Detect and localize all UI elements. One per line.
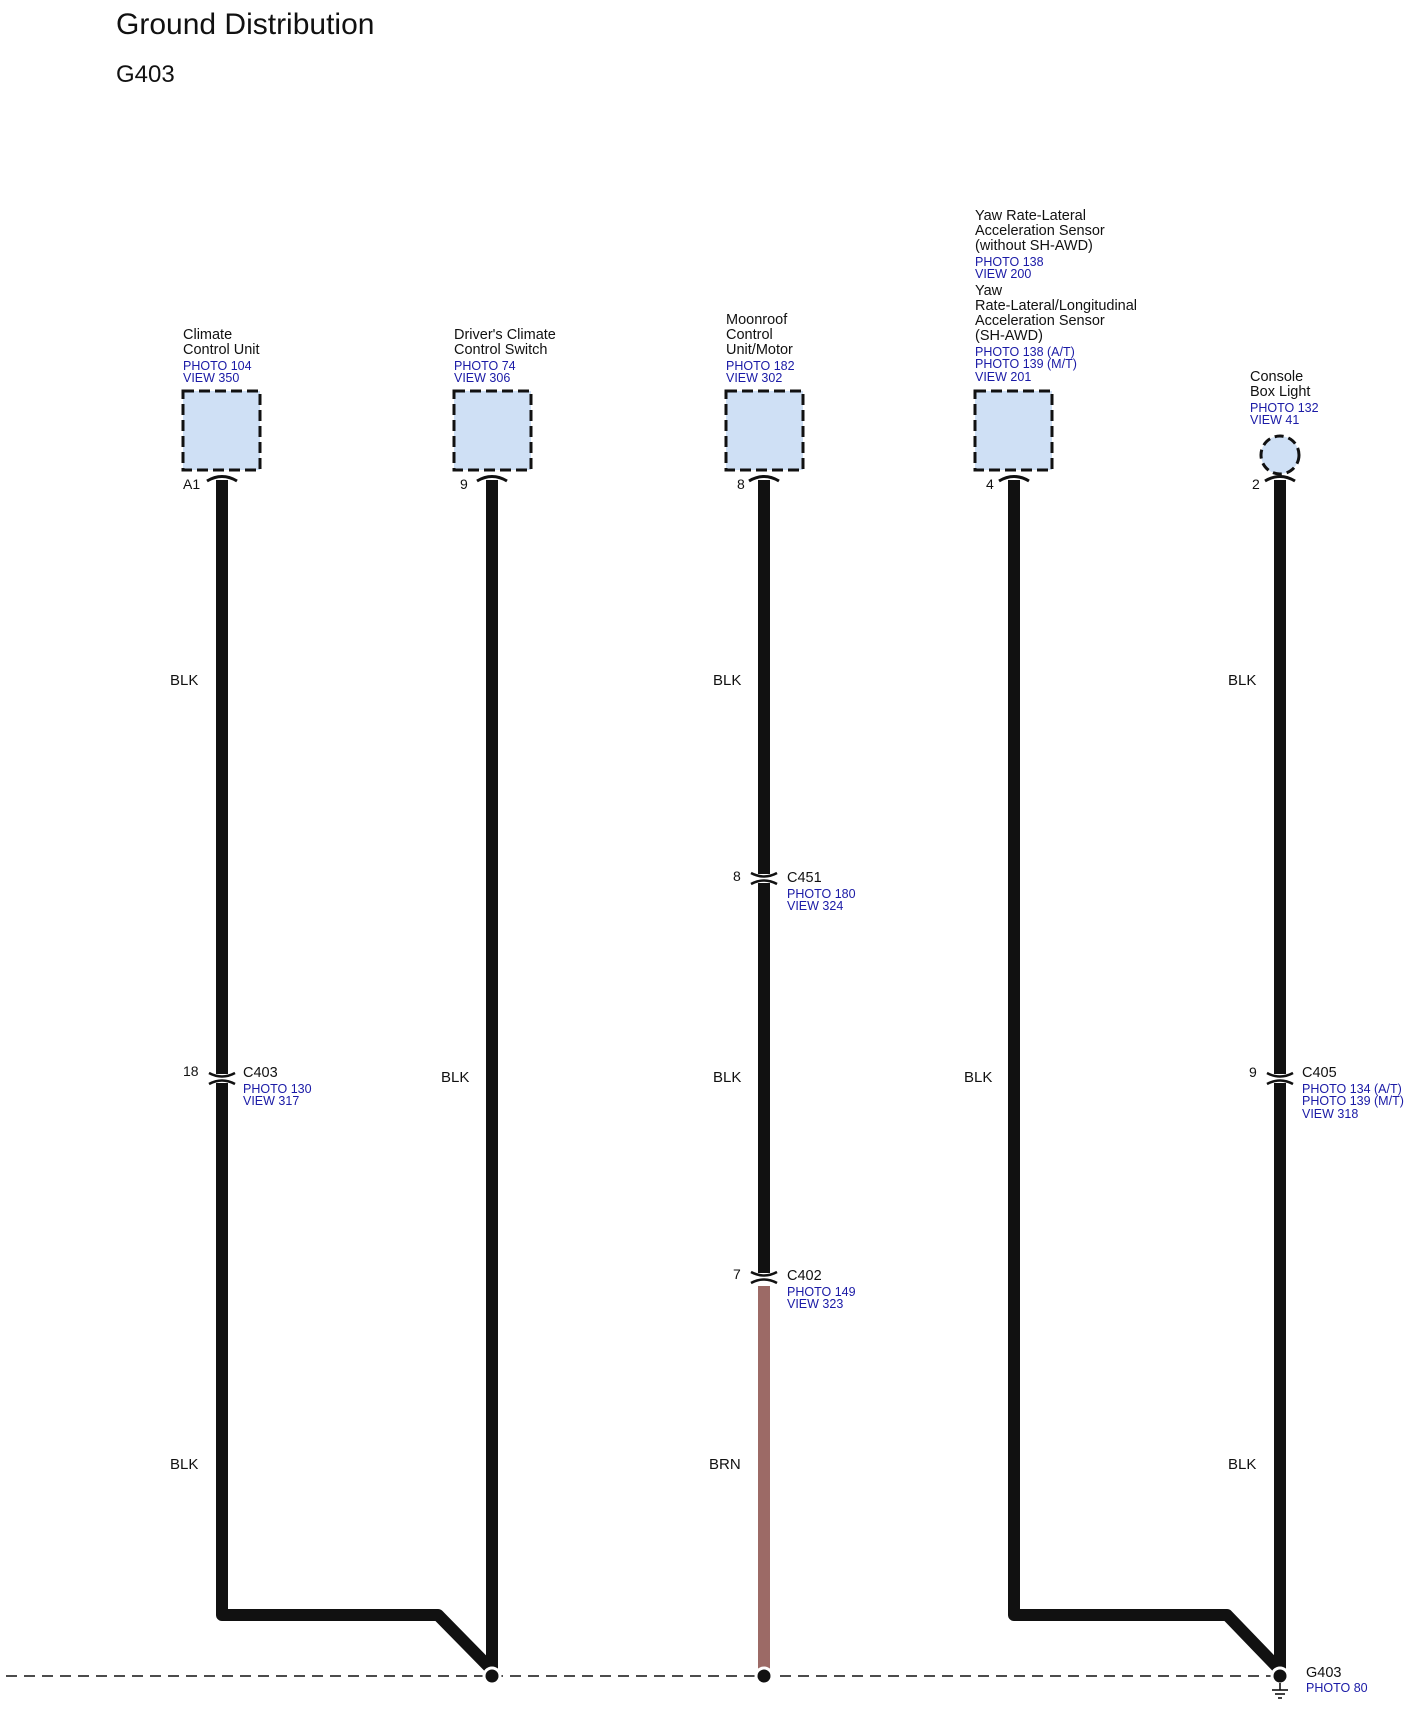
climate-control-unit-refs: PHOTO 104 VIEW 350 bbox=[183, 359, 255, 385]
moonroof-unit-refs: PHOTO 182 VIEW 302 bbox=[726, 359, 798, 385]
wire-color-col3-middle: BLK bbox=[713, 1069, 741, 1086]
wire-color-col3-lower: BRN bbox=[709, 1456, 741, 1473]
ground-id-title: G403 bbox=[116, 61, 175, 88]
connector-c451-symbol bbox=[750, 871, 778, 886]
wire-color-col3-upper: BLK bbox=[713, 672, 741, 689]
drivers-climate-switch-refs: PHOTO 74 VIEW 306 bbox=[454, 359, 519, 385]
moonroof-pin: 8 bbox=[737, 476, 745, 492]
splice-point-middle bbox=[754, 1666, 774, 1686]
yaw-rate-sensor bbox=[973, 389, 1054, 483]
wire-color-col2: BLK bbox=[441, 1069, 469, 1086]
yaw-rate-sensor-refs-b: PHOTO 138 (A/T) PHOTO 139 (M/T) VIEW 201 bbox=[975, 345, 1080, 384]
splice-point-left bbox=[482, 1666, 502, 1686]
climate-unit-pin: A1 bbox=[183, 476, 200, 492]
climate-switch-pin: 9 bbox=[460, 476, 468, 492]
climate-control-unit bbox=[181, 389, 262, 483]
ground-symbol-icon bbox=[1272, 1683, 1288, 1699]
c402-pin: 7 bbox=[733, 1266, 741, 1282]
ground-point-g403 bbox=[1270, 1666, 1290, 1686]
console-box-light bbox=[1259, 434, 1301, 483]
wire-color-col5-upper: BLK bbox=[1228, 672, 1256, 689]
c405-refs: PHOTO 134 (A/T) PHOTO 139 (M/T) VIEW 318 bbox=[1302, 1082, 1407, 1121]
connector-c403-symbol bbox=[208, 1071, 236, 1086]
wire-color-col1-upper: BLK bbox=[170, 672, 198, 689]
console-light-pin: 2 bbox=[1252, 476, 1260, 492]
c402-refs: PHOTO 149 VIEW 323 bbox=[787, 1285, 859, 1311]
moonroof-control-unit bbox=[724, 389, 805, 483]
connector-c402-symbol bbox=[750, 1270, 778, 1285]
moonroof-unit-label: Moonroof Control Unit/Motor bbox=[726, 312, 793, 358]
ground-name: G403 bbox=[1306, 1665, 1341, 1681]
wire-color-col5-lower: BLK bbox=[1228, 1456, 1256, 1473]
yaw-sensor-pin: 4 bbox=[986, 476, 994, 492]
c451-pin: 8 bbox=[733, 868, 741, 884]
c402-name: C402 bbox=[787, 1268, 822, 1284]
ground-ref: PHOTO 80 bbox=[1306, 1681, 1368, 1695]
c405-name: C405 bbox=[1302, 1065, 1337, 1081]
c403-refs: PHOTO 130 VIEW 317 bbox=[243, 1082, 315, 1108]
c405-pin: 9 bbox=[1249, 1064, 1257, 1080]
c403-name: C403 bbox=[243, 1065, 278, 1081]
yaw-rate-sensor-refs-a: PHOTO 138 VIEW 200 bbox=[975, 255, 1047, 281]
wire-color-col1-lower: BLK bbox=[170, 1456, 198, 1473]
drivers-climate-switch-label: Driver's Climate Control Switch bbox=[454, 327, 560, 358]
yaw-rate-sensor-label-a: Yaw Rate-Lateral Acceleration Sensor (wi… bbox=[975, 208, 1109, 254]
c451-refs: PHOTO 180 VIEW 324 bbox=[787, 887, 859, 913]
connector-c405-symbol bbox=[1266, 1071, 1294, 1086]
page-title: Ground Distribution bbox=[116, 8, 374, 41]
climate-control-unit-label: Climate Control Unit bbox=[183, 327, 260, 358]
wire-color-col4: BLK bbox=[964, 1069, 992, 1086]
wire-yaw-sensor bbox=[1008, 480, 1285, 1675]
console-box-light-label: Console Box Light bbox=[1250, 369, 1310, 400]
yaw-rate-sensor-label-b: Yaw Rate-Lateral/Longitudinal Accelerati… bbox=[975, 283, 1141, 344]
c451-name: C451 bbox=[787, 870, 822, 886]
c403-pin: 18 bbox=[183, 1063, 199, 1079]
wire-climate-unit bbox=[216, 480, 497, 1675]
drivers-climate-control-switch bbox=[452, 389, 533, 483]
console-box-light-refs: PHOTO 132 VIEW 41 bbox=[1250, 401, 1322, 427]
